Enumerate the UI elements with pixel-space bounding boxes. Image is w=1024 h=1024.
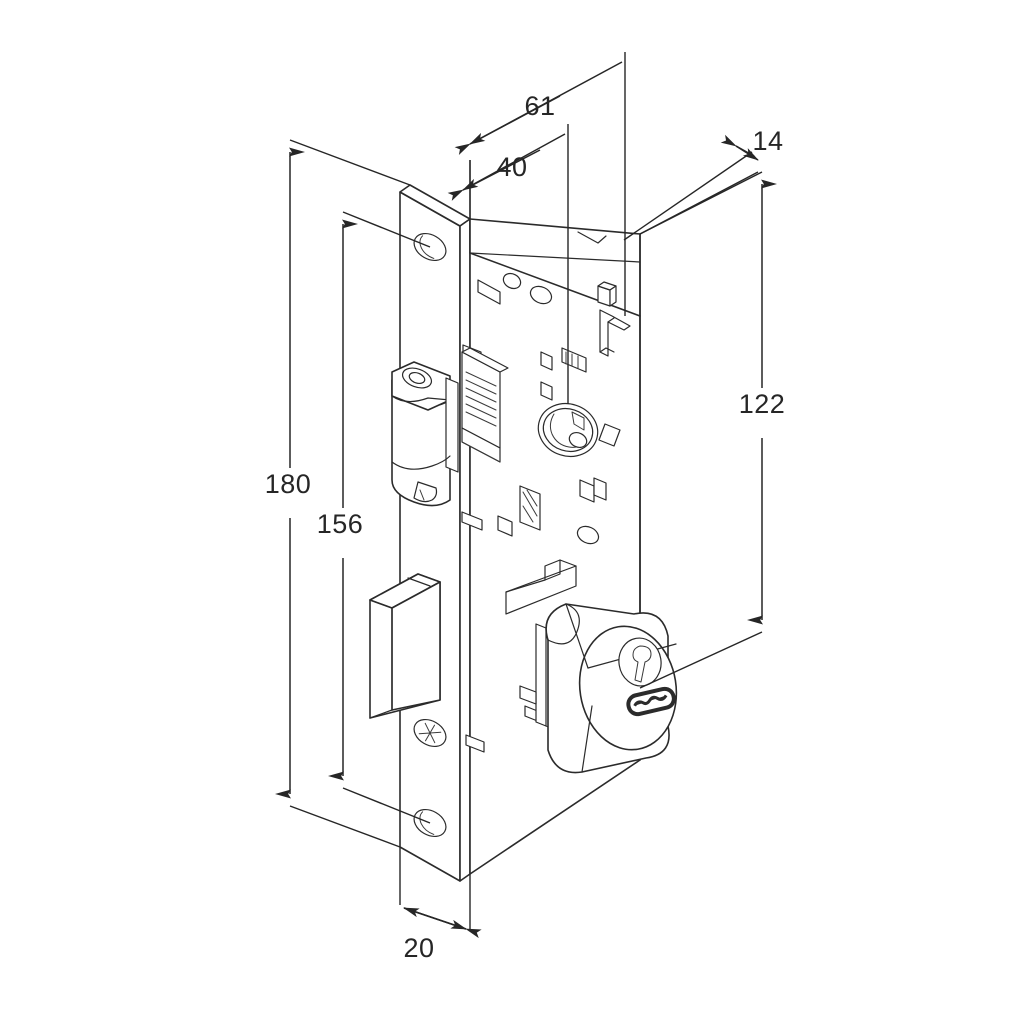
dimension-20: 20	[399, 847, 482, 963]
deadbolt-throw	[369, 573, 441, 719]
case-tab-pair	[579, 477, 607, 503]
dimension-annotations: 180 156 20 61	[265, 52, 786, 963]
faceplate-forend	[399, 184, 471, 882]
lever-hook-detail	[599, 309, 631, 357]
phillips-fixing-screw	[413, 718, 447, 748]
dimension-label-156: 156	[317, 509, 364, 539]
cylinder-brand-plate	[626, 686, 676, 717]
dimension-180: 180	[265, 139, 411, 848]
dimension-label-14: 14	[752, 126, 783, 156]
latch-spring-housing	[461, 347, 509, 463]
lock-case-body	[461, 218, 641, 875]
bolt-tail-slider	[505, 559, 577, 615]
dimension-label-122: 122	[739, 389, 786, 419]
case-slot-details	[540, 347, 587, 401]
dimension-14: 14	[623, 126, 783, 241]
roller-latch-bolt	[391, 361, 459, 507]
lever-plate	[519, 485, 541, 531]
dimension-label-20: 20	[403, 933, 434, 963]
lock-geometry	[369, 184, 678, 882]
dimension-label-180: 180	[265, 469, 312, 499]
dimension-label-61: 61	[524, 91, 555, 121]
dimension-122: 122	[639, 171, 786, 689]
dimension-label-40: 40	[496, 152, 527, 182]
dimension-156: 156	[317, 211, 431, 824]
oval-profile-cylinder	[519, 603, 678, 774]
case-internal-detail	[597, 281, 617, 307]
keyway-opening	[618, 637, 662, 687]
dimension-40: 40	[447, 124, 569, 404]
latch-aperture	[477, 272, 522, 305]
spindle-follower-hole	[537, 402, 599, 458]
